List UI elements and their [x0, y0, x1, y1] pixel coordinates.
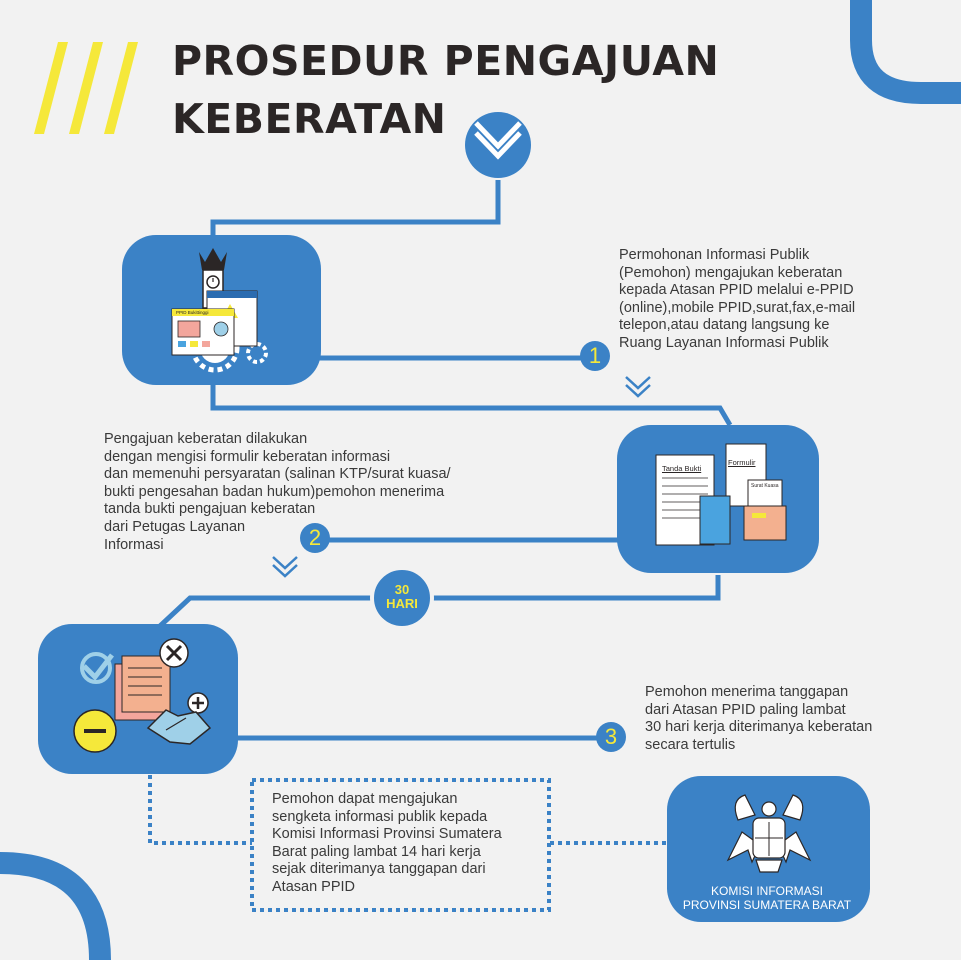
deadline-circle	[370, 566, 434, 630]
step-1-badge: 1	[580, 341, 610, 371]
plus-icon	[187, 692, 209, 714]
dotted-connectors	[148, 775, 668, 912]
window-title-label: PPID Bukittinggi	[176, 310, 209, 315]
corner-arc-bottom-left	[0, 852, 111, 960]
ppid-online-illustration	[122, 235, 321, 385]
chevron-down-icon	[474, 121, 522, 160]
page-title-line2: KEBERATAN	[172, 95, 447, 143]
close-icon	[159, 638, 189, 668]
corner-arc-top-right	[850, 0, 961, 104]
institution-name-line2: PROVINSI SUMATERA BARAT	[682, 898, 852, 912]
decorative-stripes	[34, 42, 138, 134]
deadline-unit: HARI	[386, 596, 418, 611]
step-3-text: Pemohon menerima tanggapan dari Atasan P…	[645, 684, 873, 753]
institution-name-line1: KOMISI INFORMASI	[710, 884, 823, 898]
page-title-line1: PROSEDUR PENGAJUAN	[172, 37, 720, 85]
komisi-informasi-box	[667, 776, 870, 922]
step-2-text: Pengajuan keberatan dilakukan dengan men…	[104, 431, 451, 553]
chevron-down-icon	[272, 556, 298, 578]
documents-illustration	[617, 425, 819, 573]
step-3-badge: 3	[596, 722, 626, 752]
flow-connectors	[158, 180, 733, 741]
receipt-label: Tanda Bukti	[662, 464, 702, 473]
deadline-days: 30	[394, 582, 410, 597]
step-2-badge: 2	[300, 523, 330, 553]
start-circle	[465, 112, 531, 178]
power-of-attorney-label: Surat Kuasa	[751, 483, 779, 489]
form-label: Formulir	[728, 458, 756, 467]
response-illustration	[38, 624, 238, 774]
minus-icon	[73, 709, 117, 753]
step-1-text: Permohonan Informasi Publik (Pemohon) me…	[619, 247, 856, 351]
dispute-note-text: Pemohon dapat mengajukan sengketa inform…	[272, 791, 502, 895]
handshake-icon	[146, 709, 212, 745]
chevron-down-icon	[625, 376, 651, 398]
